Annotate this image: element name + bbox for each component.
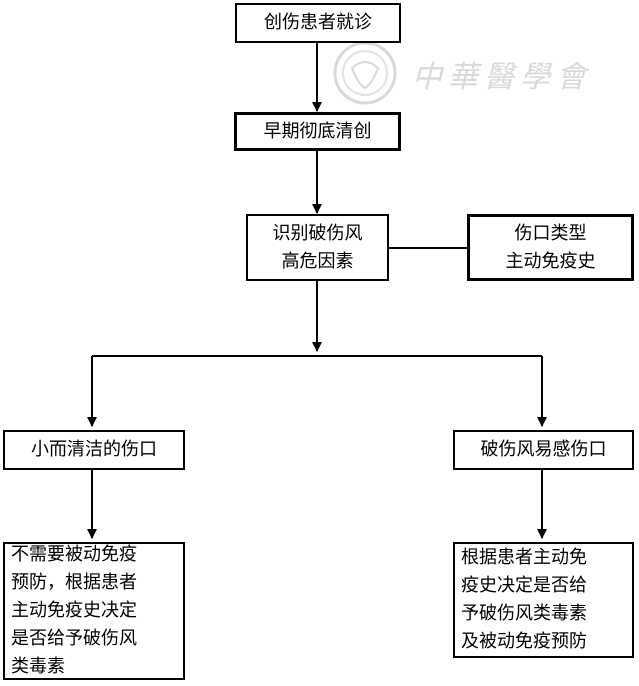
node-debridement: 早期彻底清创	[234, 112, 401, 151]
node-susceptible-wound-label: 破伤风易感伤口	[480, 439, 607, 460]
node-left-outcome-line4: 是否给予破伤风	[11, 628, 137, 649]
node-right-outcome-line1: 根据患者主动免	[461, 547, 587, 568]
node-left-outcome-line1: 不需要被动免疫	[11, 544, 137, 565]
node-right-outcome-line3: 予破伤风类毒素	[461, 603, 587, 624]
node-left-outcome-line3: 主动免疫史决定	[11, 600, 137, 621]
node-identify-risk-line1: 识别破伤风	[272, 222, 363, 244]
node-patient-visit-label: 创伤患者就诊	[264, 12, 372, 33]
node-left-outcome-line2: 预防，根据患者	[11, 572, 137, 593]
node-left-outcome: 不需要被动免疫 预防，根据患者 主动免疫史决定 是否给予破伤风 类毒素	[3, 542, 185, 680]
node-susceptible-wound: 破伤风易感伤口	[453, 430, 634, 470]
node-wound-type: 伤口类型 主动免疫史	[467, 214, 634, 281]
node-wound-type-line1: 伤口类型	[514, 222, 587, 244]
node-left-outcome-line5: 类毒素	[11, 656, 65, 677]
node-right-outcome-line4: 及被动免疫预防	[461, 631, 587, 652]
node-wound-type-line2: 主动免疫史	[505, 250, 596, 272]
node-identify-risk-line2: 高危因素	[281, 250, 354, 272]
node-small-clean-wound-label: 小而清洁的伤口	[31, 439, 157, 460]
node-patient-visit: 创伤患者就诊	[235, 3, 401, 43]
node-right-outcome: 根据患者主动免 疫史决定是否给 予破伤风类毒素 及被动免疫预防	[453, 542, 634, 658]
node-identify-risk: 识别破伤风 高危因素	[246, 214, 389, 281]
node-small-clean-wound: 小而清洁的伤口	[3, 430, 185, 470]
node-debridement-label: 早期彻底清创	[263, 120, 372, 142]
node-right-outcome-line2: 疫史决定是否给	[461, 575, 587, 596]
